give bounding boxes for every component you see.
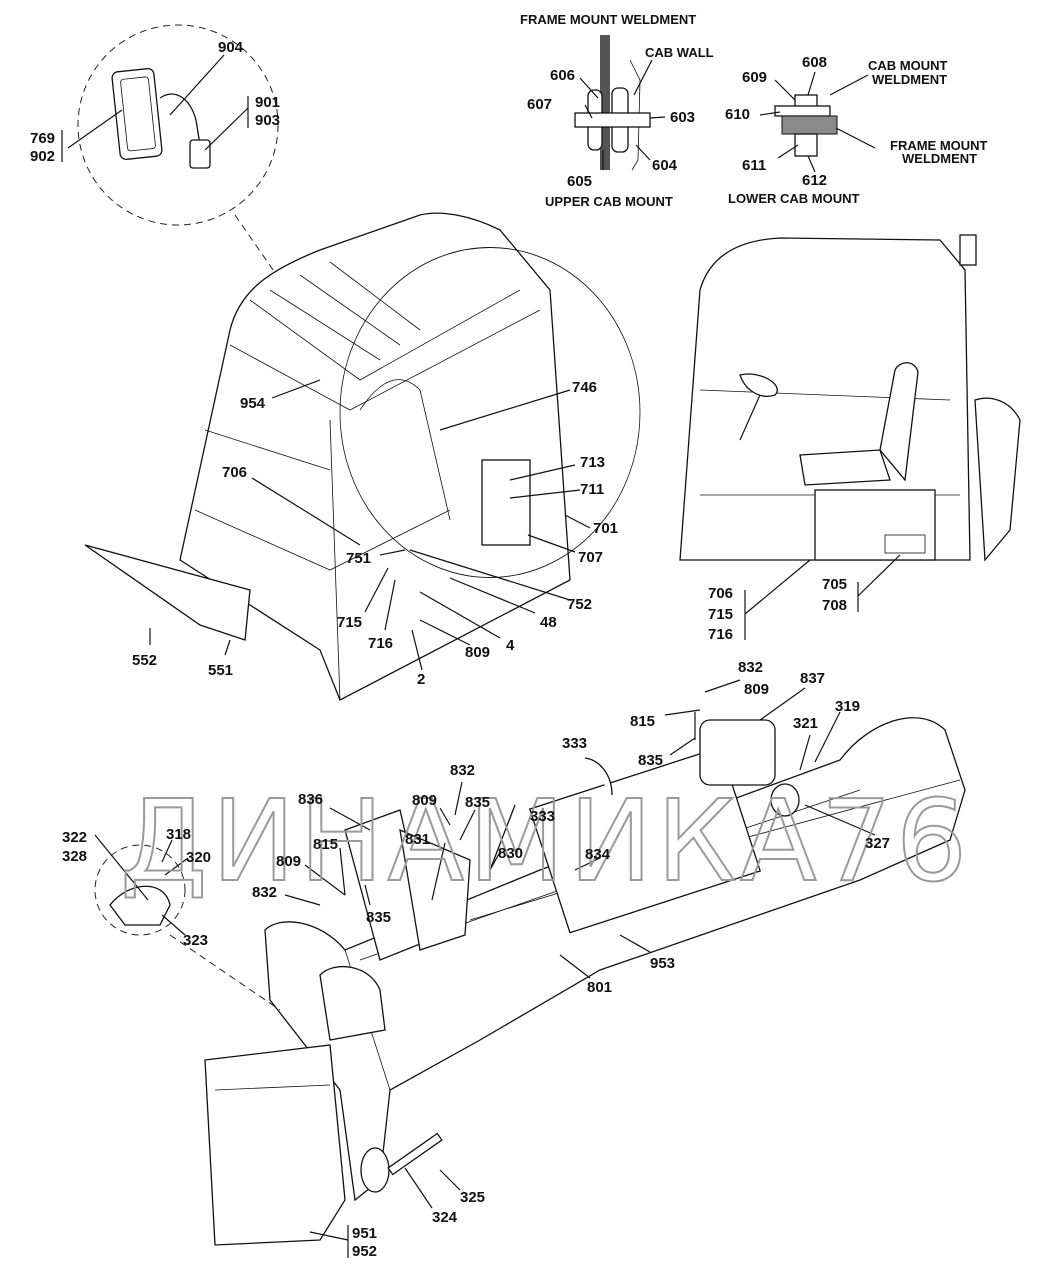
callout-551: 551 [208, 662, 233, 679]
callout-801: 801 [587, 979, 612, 996]
callout-319: 319 [835, 698, 860, 715]
callout-834: 834 [585, 846, 611, 863]
callout-604: 604 [652, 157, 678, 174]
upper-cab-mount-detail [574, 35, 651, 171]
callout-954: 954 [240, 395, 266, 412]
callout-608: 608 [802, 54, 827, 71]
callout-322: 322 [62, 829, 87, 846]
callout-835-top: 835 [638, 752, 663, 769]
callout-769: 769 [30, 130, 55, 147]
callout-705: 705 [822, 576, 847, 593]
caption-cab-wall: CAB WALL [645, 45, 714, 60]
callout-830: 830 [498, 845, 523, 862]
leader-lines [61, 54, 901, 1258]
callout-2: 2 [417, 671, 425, 688]
callout-327: 327 [865, 835, 890, 852]
caption-cab-mount-line1: CAB MOUNT [868, 58, 947, 73]
callout-746: 746 [572, 379, 597, 396]
callout-701: 701 [593, 520, 618, 537]
caption-upper-cab-mount: UPPER CAB MOUNT [545, 194, 673, 209]
callout-832-left: 832 [252, 884, 277, 901]
caption-frame-mount-line1: FRAME MOUNT [890, 138, 988, 153]
callout-labels: 904 901 903 769 902 606 607 605 603 604 … [30, 39, 890, 1260]
callout-706-cab: 706 [222, 464, 247, 481]
cab-interior-view [679, 234, 1021, 562]
callout-708: 708 [822, 597, 847, 614]
callout-607: 607 [527, 96, 552, 113]
callout-832-mid: 832 [450, 762, 475, 779]
callout-952: 952 [352, 1243, 377, 1260]
callout-837: 837 [800, 670, 825, 687]
callout-324: 324 [432, 1209, 458, 1226]
callout-333-mid: 333 [530, 808, 555, 825]
callout-835-mid: 835 [465, 794, 490, 811]
callout-751: 751 [346, 550, 371, 567]
callout-716-interior: 716 [708, 626, 733, 643]
callout-715-interior: 715 [708, 606, 733, 623]
callout-715-cab: 715 [337, 614, 362, 631]
callout-953: 953 [650, 955, 675, 972]
callout-325: 325 [460, 1189, 485, 1206]
callout-835-left: 835 [366, 909, 391, 926]
caption-cab-mount-line2: WELDMENT [872, 72, 947, 87]
callout-318: 318 [166, 826, 191, 843]
cab-assembly [84, 212, 641, 701]
callout-902: 902 [30, 148, 55, 165]
callout-328: 328 [62, 848, 87, 865]
frame-assembly [94, 717, 966, 1246]
caption-frame-mount-line2: WELDMENT [902, 151, 977, 166]
callout-609: 609 [742, 69, 767, 86]
callout-815-top: 815 [630, 713, 655, 730]
callout-713: 713 [580, 454, 605, 471]
callout-815-left: 815 [313, 836, 338, 853]
callout-323: 323 [183, 932, 208, 949]
callout-809-left: 809 [276, 853, 301, 870]
callout-711: 711 [580, 481, 604, 498]
callout-4: 4 [506, 637, 515, 654]
callout-951: 951 [352, 1225, 377, 1242]
callout-611: 611 [742, 157, 766, 174]
mirror-inset [77, 24, 281, 281]
callout-552: 552 [132, 652, 157, 669]
callout-903: 903 [255, 112, 280, 129]
lower-cab-mount-detail [774, 74, 876, 157]
watermark-text: ДИНАМИКА76 [120, 777, 971, 907]
callout-901: 901 [255, 94, 280, 111]
callout-706-interior: 706 [708, 585, 733, 602]
callout-832-top: 832 [738, 659, 763, 676]
callout-605: 605 [567, 173, 592, 190]
callout-321: 321 [793, 715, 818, 732]
callout-831: 831 [405, 831, 430, 848]
callout-809-cab: 809 [465, 644, 490, 661]
caption-lower-cab-mount: LOWER CAB MOUNT [728, 191, 859, 206]
callout-603: 603 [670, 109, 695, 126]
callout-610: 610 [725, 106, 750, 123]
callout-809-top: 809 [744, 681, 769, 698]
callout-716-cab: 716 [368, 635, 393, 652]
caption-frame-mount-weldment: FRAME MOUNT WELDMENT [520, 12, 696, 27]
callout-48: 48 [540, 614, 557, 631]
callout-904: 904 [218, 39, 244, 56]
callout-612: 612 [802, 172, 827, 189]
callout-606: 606 [550, 67, 575, 84]
callout-836: 836 [298, 791, 323, 808]
callout-809-mid: 809 [412, 792, 437, 809]
callout-333-top: 333 [562, 735, 587, 752]
callout-320: 320 [186, 849, 211, 866]
callout-707: 707 [578, 549, 603, 566]
callout-752: 752 [567, 596, 592, 613]
